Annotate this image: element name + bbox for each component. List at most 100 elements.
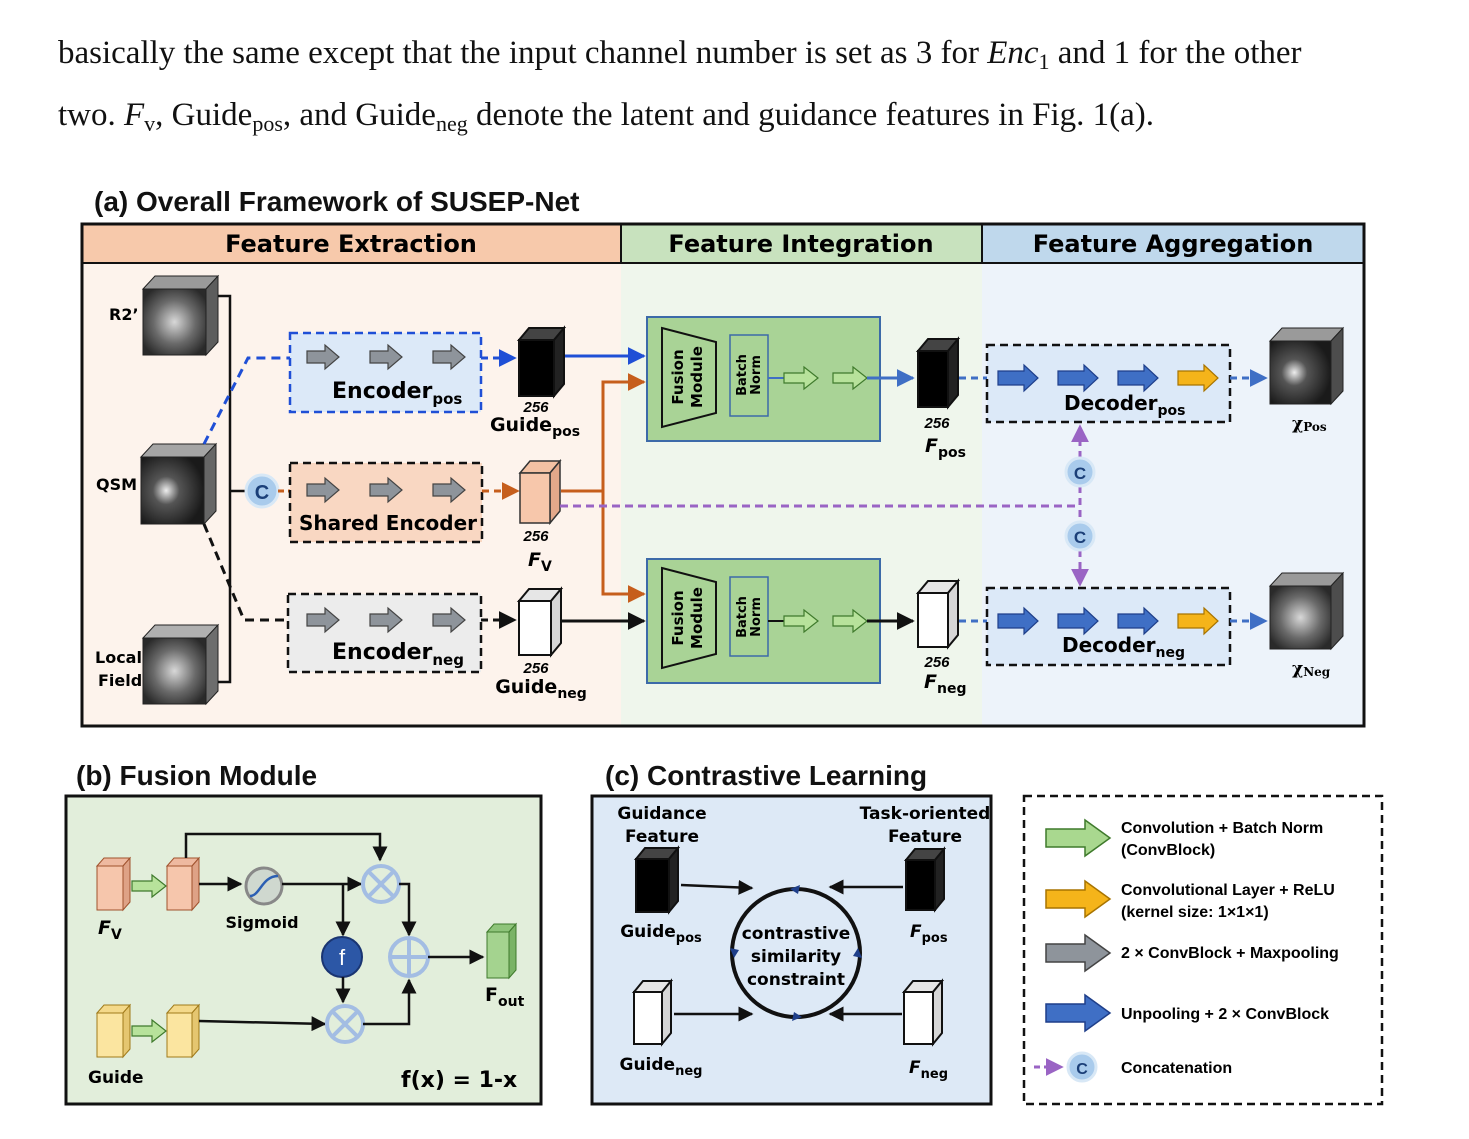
- b-fv-feature-1: [95, 856, 132, 912]
- contrastive-label-2: similarity: [751, 947, 841, 967]
- contrastive-label-3: constraint: [747, 970, 845, 990]
- guide-pos-feature: [516, 325, 567, 399]
- svg-text:C: C: [1074, 528, 1086, 547]
- shared-encoder-box: [288, 461, 484, 544]
- chi-pos-label: χPos: [1292, 414, 1327, 434]
- intro-text-1b: and 1 for the other: [1049, 35, 1302, 71]
- intro-text-1a: basically the same except that the input…: [58, 35, 988, 71]
- legend-concat-label: Concatenation: [1121, 1060, 1232, 1077]
- legend-conv-label-1: Convolution + Batch Norm: [1121, 820, 1323, 837]
- svg-text:Module: Module: [688, 587, 706, 649]
- section-integration-label: Feature Integration: [668, 230, 933, 258]
- concat-node-neg: C: [1064, 520, 1096, 552]
- contrastive-label-1: contrastive: [742, 924, 851, 944]
- c-guide-pos-label: Guidepos: [620, 922, 702, 946]
- b-guide-label: Guide: [88, 1068, 144, 1088]
- panel-c-title: (c) Contrastive Learning: [605, 760, 927, 791]
- guide-neg-feature: [516, 586, 564, 658]
- chi-neg-label: χNeg: [1292, 659, 1331, 679]
- fv-dim: 256: [522, 528, 549, 545]
- section-aggregation-label: Feature Aggregation: [1033, 230, 1314, 258]
- guidance-feature-label-2: Feature: [625, 827, 699, 847]
- qsm-volume: [139, 442, 218, 526]
- chi-neg-volume: [1268, 571, 1345, 651]
- chi-pos-volume: [1268, 326, 1345, 406]
- input-bracket: [218, 294, 232, 684]
- legend-green-arrow-icon: [1045, 818, 1112, 858]
- fv-label: FV: [528, 549, 552, 575]
- f-neg-feature: [915, 578, 961, 650]
- panel-a-border: [80, 222, 1366, 728]
- shared-encoder-label: Shared Encoder: [299, 511, 477, 535]
- svg-text:Module: Module: [688, 346, 706, 408]
- b-fv-feature-2: [165, 856, 201, 912]
- r2-volume: [141, 274, 220, 357]
- panel-b-box: [64, 794, 543, 1106]
- section-extraction-label: Feature Extraction: [225, 230, 477, 258]
- svg-text:Norm: Norm: [749, 597, 764, 637]
- fusion-module-pos: [661, 326, 717, 429]
- guide-pos-dim: 256: [522, 399, 549, 416]
- legend-pool-label: 2 × ConvBlock + Maxpooling: [1121, 945, 1339, 962]
- legend-yellow-arrow-icon: [1045, 879, 1112, 919]
- intro-line-2: two. Fv, Guidepos, and Guideneg denote t…: [58, 84, 1448, 146]
- c-guide-neg-label: Guideneg: [620, 1055, 703, 1079]
- integration-header: [621, 224, 982, 263]
- sigmoid-icon: [244, 866, 284, 906]
- local-field-volume: [141, 623, 220, 706]
- legend-conv-label-2: (ConvBlock): [1121, 842, 1215, 859]
- contrastive-cycle-icon: [730, 885, 862, 1021]
- svg-text:Batch: Batch: [735, 596, 750, 638]
- panel-b-title: (b) Fusion Module: [76, 760, 317, 791]
- fv-subscript: v: [144, 111, 156, 136]
- c-guide-neg-feature: [631, 978, 674, 1047]
- enc-subscript: 1: [1038, 49, 1050, 74]
- intro-text-2c: , and Guide: [282, 97, 436, 133]
- guide-neg-label: Guideneg: [495, 676, 587, 702]
- b-guide-feature-2: [165, 1003, 201, 1059]
- svg-text:C: C: [255, 482, 269, 504]
- formula-label: f(x) = 1-x: [401, 1068, 517, 1093]
- svg-text:C: C: [1076, 1061, 1088, 1078]
- b-fv-label: FV: [98, 917, 122, 943]
- c-f-neg-feature: [901, 978, 945, 1047]
- svg-text:Batch: Batch: [735, 354, 750, 396]
- c-f-pos-feature: [903, 846, 947, 913]
- extraction-header: [82, 224, 621, 263]
- pos-subscript: pos: [252, 111, 283, 136]
- intro-text-2b: , Guide: [155, 97, 253, 133]
- f-pos-label: Fpos: [925, 435, 966, 461]
- legend-concat-icon: C: [1066, 1051, 1098, 1083]
- c-f-pos-label: Fpos: [910, 922, 948, 946]
- c-guide-pos-feature: [633, 845, 681, 915]
- intro-text-2d: denote the latent and guidance features …: [467, 97, 1155, 133]
- intro-text: basically the same except that the input…: [58, 22, 1448, 146]
- qsm-to-pos-line: [202, 356, 290, 445]
- legend-relu-label-2: (kernel size: 1×1×1): [1121, 904, 1269, 921]
- fv-to-fusion-neg-arrow: [601, 491, 646, 603]
- b-guide-feature-1: [95, 1003, 132, 1059]
- encoder-neg-label: Encoderneg: [332, 640, 464, 669]
- intro-text-2a: two.: [58, 97, 124, 133]
- legend-blue-arrow-icon: [1045, 993, 1112, 1033]
- aggregation-header: [982, 224, 1364, 263]
- panel-a-title: (a) Overall Framework of SUSEP-Net: [94, 186, 579, 217]
- qsm-to-neg-line: [202, 523, 288, 622]
- encoder-neg-box: [286, 592, 483, 674]
- fv-symbol: F: [124, 97, 145, 133]
- b-fout-label: Fout: [485, 984, 525, 1010]
- local-label-2: Field: [98, 671, 142, 690]
- r2-label: R2’: [109, 305, 139, 324]
- concat-node-pos: C: [1064, 456, 1096, 488]
- decoder-neg-label: Decoderneg: [1062, 633, 1185, 661]
- task-feature-label-2: Feature: [888, 827, 962, 847]
- sigmoid-label: Sigmoid: [225, 913, 298, 932]
- concat-node-input: C: [244, 473, 280, 509]
- svg-text:C: C: [1074, 464, 1086, 483]
- batch-norm-neg: [729, 576, 769, 657]
- fv-to-fusion-pos-arrow: [561, 373, 646, 493]
- fv-feature: [518, 458, 562, 526]
- decoder-pos-label: Decoderpos: [1064, 391, 1186, 419]
- svg-text:Fusion: Fusion: [669, 349, 687, 404]
